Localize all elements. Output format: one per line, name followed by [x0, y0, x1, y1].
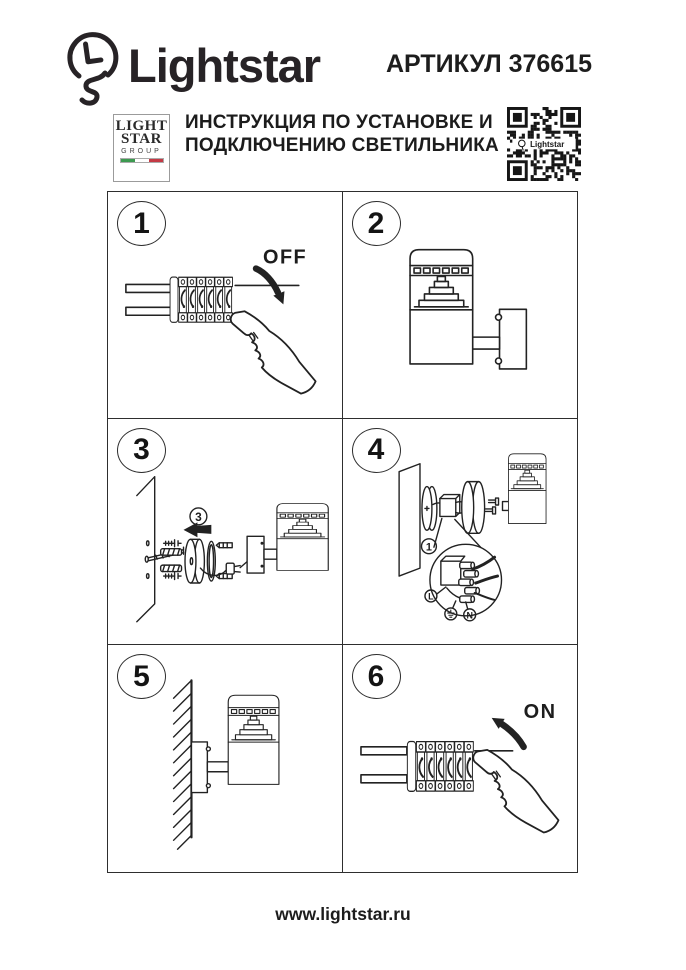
- wall-anchor-2: [159, 564, 183, 572]
- off-label: OFF: [263, 247, 307, 269]
- steps-grid: 1 OFF 2: [107, 191, 578, 873]
- lamp-body: [408, 248, 473, 365]
- instruction-title-line2: ПОДКЛЮЧЕНИЮ СВЕТИЛЬНИКА: [185, 134, 499, 156]
- step-panel-1: 1 OFF: [108, 192, 343, 419]
- wire-connectors: [457, 561, 480, 603]
- magnifier-detail: [428, 543, 502, 617]
- step-panel-3: 3: [108, 418, 343, 646]
- mounting-disc: [184, 538, 206, 584]
- brand-wordmark: Lightstar: [128, 39, 321, 92]
- lightstar-bulb-logo: [67, 32, 119, 106]
- step-panel-5: 5: [108, 645, 343, 872]
- wall-disc: [420, 485, 438, 531]
- lamp-body: [276, 502, 329, 571]
- mounting-arm: [263, 548, 278, 560]
- step-number-badge: 4: [351, 427, 401, 473]
- wire-label-earth: [443, 599, 457, 621]
- small-screw-1: [215, 541, 233, 549]
- mounting-arm: [471, 336, 500, 350]
- step-4-illustration: 1 L N: [397, 453, 546, 622]
- on-label: ON: [523, 701, 556, 723]
- step-panel-2: 2: [342, 192, 577, 419]
- canopy-disc: [460, 480, 485, 534]
- bracket-plate: [246, 535, 265, 574]
- lsg-line2: STAR: [121, 131, 162, 147]
- instruction-title: ИНСТРУКЦИЯ ПО УСТАНОВКЕ И ПОДКЛЮЧЕНИЮ СВ…: [185, 112, 499, 157]
- wire-with-plug: [199, 560, 248, 576]
- mounting-arm: [206, 761, 229, 773]
- callout-1: 1: [420, 537, 437, 555]
- lamp-body: [227, 695, 280, 786]
- callout-3: 3: [189, 506, 208, 526]
- step-2-illustration: [408, 248, 527, 370]
- lamp-body: [507, 453, 546, 524]
- step-number-badge: 2: [351, 201, 401, 246]
- lsg-line3: GROUP: [121, 148, 162, 155]
- qr-code: Lightstar: [507, 107, 581, 181]
- gasket-ring: [206, 540, 217, 582]
- off-arrow-icon: [252, 265, 285, 305]
- step-3-illustration: 3: [136, 475, 329, 623]
- step-number-badge: 1: [117, 201, 166, 246]
- on-arrow-icon: [491, 718, 527, 751]
- step-panel-4: 4: [342, 419, 577, 646]
- lsg-line1: LIGHT: [115, 118, 168, 134]
- svg-text:1: 1: [425, 541, 431, 553]
- hand-icon: [229, 310, 317, 395]
- canopy-screws: [484, 496, 499, 515]
- website-url: www.lightstar.ru: [275, 904, 411, 924]
- hand-icon: [471, 749, 559, 834]
- step-panel-6: 6 ON: [343, 645, 578, 872]
- svg-text:3: 3: [195, 510, 202, 524]
- instruction-title-line1: ИНСТРУКЦИЯ ПО УСТАНОВКЕ И: [185, 112, 493, 133]
- step-number-badge: 3: [117, 427, 166, 473]
- screw-top: [162, 538, 182, 548]
- qr-center-label: Lightstar: [530, 140, 564, 149]
- step-number-badge: 5: [117, 654, 166, 700]
- screw-bottom: [162, 571, 182, 580]
- wall-panel: [397, 462, 421, 577]
- wall-plate: [498, 308, 527, 370]
- wall-plate: [190, 741, 209, 794]
- wall-edge: [136, 475, 156, 623]
- svg-text:L: L: [428, 591, 434, 601]
- step-1-illustration: OFF: [125, 247, 317, 395]
- wire-label-neutral: N: [462, 600, 476, 622]
- wire-label-line: L: [423, 585, 447, 603]
- step-6-illustration: ON: [359, 701, 559, 834]
- step-number-badge: 6: [351, 654, 401, 700]
- lightstar-group-logo: LIGHT STAR GROUP: [113, 114, 170, 182]
- svg-text:N: N: [466, 610, 472, 620]
- wall-hatching: [172, 679, 193, 851]
- qr-center-bulb-icon: [518, 139, 526, 151]
- wall-anchor-1: [159, 547, 183, 556]
- step-5-illustration: [172, 679, 280, 851]
- italian-flag-stripe: [119, 158, 164, 163]
- left-arrow-icon: [183, 522, 212, 537]
- article-number: АРТИКУЛ 376615: [385, 50, 592, 78]
